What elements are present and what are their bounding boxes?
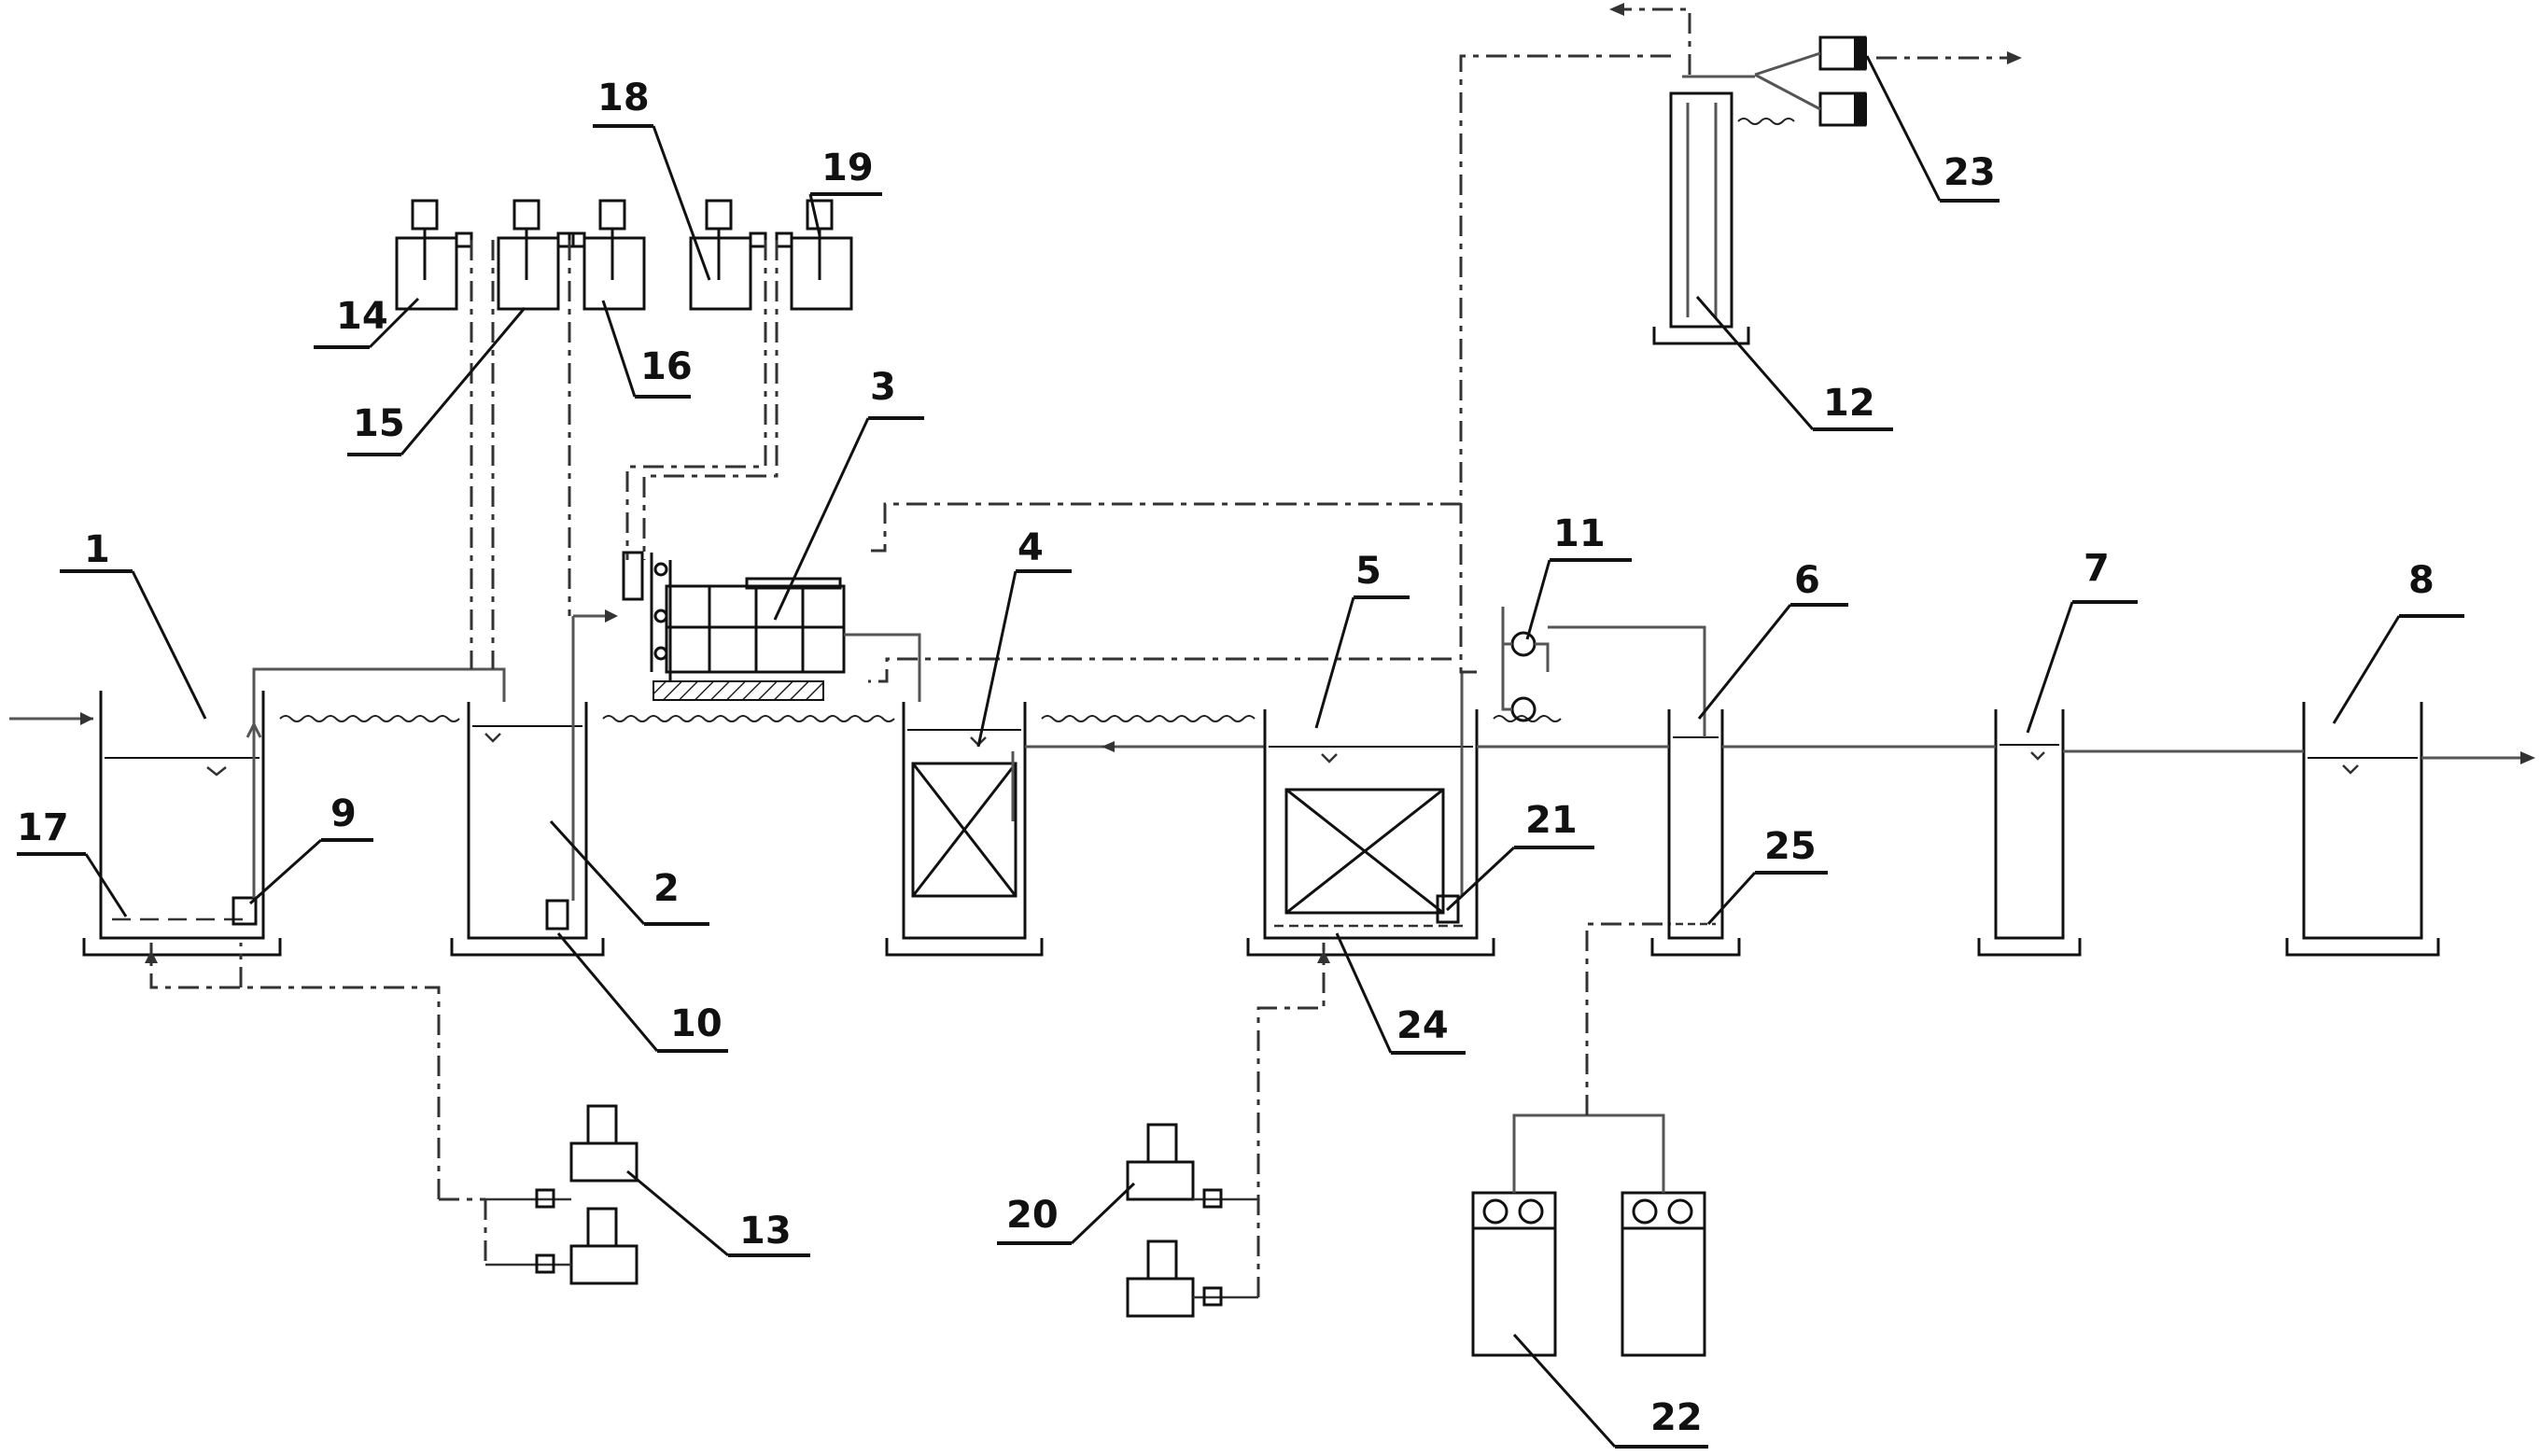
dosing-line-19	[642, 240, 779, 560]
air-line-13	[149, 943, 441, 1199]
label-10: 10	[670, 1002, 723, 1045]
pump-21	[1436, 894, 1460, 924]
pump-10	[545, 899, 569, 931]
label-14: 14	[336, 295, 388, 338]
unit-3	[622, 551, 846, 701]
label-13: 13	[739, 1210, 792, 1253]
label-22: 22	[1650, 1396, 1703, 1439]
tank-8	[2285, 702, 2440, 957]
pump-11	[1501, 607, 1706, 722]
label-5: 5	[1355, 550, 1382, 593]
ground-line	[279, 715, 1562, 722]
label-3: 3	[870, 366, 896, 409]
label-12: 12	[1823, 382, 1875, 425]
dosing-tank-14	[395, 199, 473, 311]
dosing-tank-15	[497, 199, 575, 311]
fan-23	[1682, 35, 2022, 127]
outflow-arrow	[2520, 751, 2535, 764]
tank-7	[1977, 709, 2082, 957]
callout-labels: 1 2 3 4 5 6 7 8 9 10 11 12	[17, 55, 2464, 1449]
dosing-tank-17	[568, 199, 646, 311]
label-20: 20	[1006, 1194, 1059, 1237]
air-line-22	[1585, 922, 1671, 1115]
pipe-3-4	[844, 633, 921, 702]
label-4: 4	[1017, 526, 1044, 569]
dosing-line-18	[625, 240, 767, 560]
label-16: 17	[17, 806, 69, 849]
tank-2	[450, 616, 605, 957]
label-18: 18	[597, 77, 650, 119]
label-8: 8	[2408, 559, 2435, 602]
tank-1	[82, 691, 282, 957]
exhaust-line-top	[1615, 7, 1691, 75]
label-1: 1	[84, 528, 110, 571]
label-25: 25	[1764, 825, 1817, 868]
label-11: 11	[1553, 512, 1606, 555]
air-line-20	[1256, 943, 1326, 1297]
gas-line-to-unit3	[863, 502, 1461, 553]
label-9: 9	[330, 792, 357, 835]
label-6: 6	[1794, 559, 1820, 602]
submersible-pump-9	[232, 896, 258, 926]
blower-13	[439, 1104, 639, 1285]
label-24: 24	[1396, 1004, 1449, 1047]
return-line-tank5	[868, 657, 1452, 683]
tank-4	[885, 702, 1044, 957]
label-23: 23	[1944, 151, 1996, 194]
label-19: 19	[821, 147, 874, 189]
tank-12	[1652, 91, 1795, 345]
dosing-tank-18	[689, 199, 767, 311]
label-2: 2	[653, 867, 680, 910]
tank-6	[1650, 635, 1741, 957]
tank-5	[1246, 672, 1495, 957]
label-17: 16	[640, 345, 693, 388]
gas-collection-line	[1459, 54, 1671, 674]
pipe-1-2	[252, 667, 506, 702]
label-21: 21	[1525, 799, 1578, 842]
label-15: 15	[353, 402, 405, 445]
inflow-arrow	[9, 712, 93, 725]
dosing-tank-19	[775, 199, 853, 311]
unit-22	[1471, 1113, 1706, 1357]
label-7: 7	[2084, 547, 2110, 590]
blower-20	[1126, 1123, 1258, 1318]
